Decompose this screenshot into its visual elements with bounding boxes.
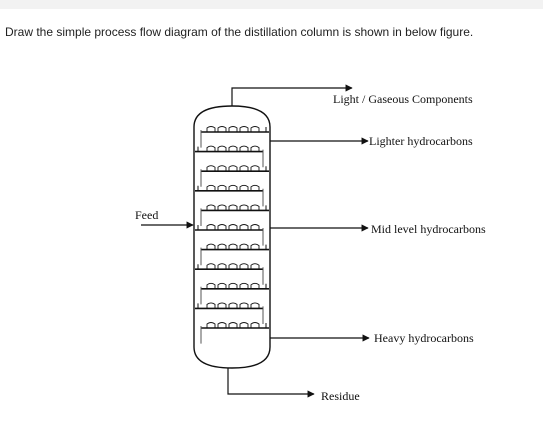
bubble-cap bbox=[217, 145, 227, 152]
bubble-cap bbox=[250, 126, 260, 132]
bubble-cap bbox=[228, 224, 238, 230]
bubble-cap bbox=[239, 204, 249, 211]
heavy-hydrocarbons-label: Heavy hydrocarbons bbox=[374, 331, 474, 345]
bubble-cap bbox=[239, 224, 249, 230]
column-tray bbox=[195, 145, 264, 168]
bubble-cap bbox=[228, 145, 238, 152]
bubble-cap bbox=[250, 243, 260, 250]
top-vapor-line bbox=[231, 84, 353, 106]
bubble-cap bbox=[206, 224, 216, 230]
bubble-cap bbox=[239, 263, 249, 270]
bubble-cap bbox=[217, 243, 227, 250]
bubble-cap bbox=[217, 302, 227, 309]
column-tray bbox=[200, 322, 269, 344]
bubble-cap bbox=[228, 263, 238, 270]
bubble-cap bbox=[228, 282, 238, 289]
bubble-cap bbox=[206, 302, 216, 309]
bubble-cap bbox=[206, 165, 216, 172]
residue-line bbox=[227, 368, 315, 398]
bubble-cap bbox=[239, 282, 249, 289]
bubble-cap bbox=[217, 224, 227, 230]
bubble-cap bbox=[228, 302, 238, 309]
bubble-cap bbox=[239, 302, 249, 309]
column-trays bbox=[195, 126, 269, 344]
bubble-cap bbox=[206, 322, 216, 328]
bubble-cap bbox=[206, 184, 216, 191]
column-tray bbox=[195, 263, 264, 285]
bubble-cap bbox=[250, 302, 260, 309]
bubble-cap bbox=[217, 322, 227, 328]
bubble-cap bbox=[206, 204, 216, 211]
bubble-cap bbox=[228, 126, 238, 132]
column-tray bbox=[200, 204, 269, 226]
bubble-cap bbox=[250, 282, 260, 289]
bubble-cap bbox=[250, 224, 260, 230]
bubble-cap bbox=[217, 204, 227, 211]
bubble-cap bbox=[228, 165, 238, 172]
bubble-cap bbox=[217, 282, 227, 289]
bubble-cap bbox=[217, 263, 227, 270]
bubble-cap bbox=[217, 184, 227, 191]
bubble-cap bbox=[239, 145, 249, 152]
bubble-cap bbox=[206, 126, 216, 132]
bubble-cap bbox=[239, 184, 249, 191]
bubble-cap bbox=[206, 282, 216, 289]
bubble-cap bbox=[239, 126, 249, 132]
bubble-cap bbox=[217, 165, 227, 172]
lighter-hydrocarbons-label: Lighter hydrocarbons bbox=[369, 134, 473, 148]
top-bar bbox=[0, 0, 543, 9]
residue-label: Residue bbox=[321, 389, 360, 403]
bubble-cap bbox=[228, 243, 238, 250]
bubble-cap bbox=[206, 145, 216, 152]
column-tray bbox=[200, 282, 269, 305]
bubble-cap bbox=[250, 263, 260, 270]
column-tray bbox=[195, 184, 264, 207]
bubble-cap bbox=[217, 126, 227, 132]
bubble-cap bbox=[228, 204, 238, 211]
mid-level-hydrocarbons-label: Mid level hydrocarbons bbox=[371, 222, 486, 236]
bubble-cap bbox=[228, 322, 238, 328]
bubble-cap bbox=[239, 243, 249, 250]
bubble-cap bbox=[239, 322, 249, 328]
column-tray bbox=[200, 126, 269, 148]
bubble-cap bbox=[250, 165, 260, 172]
question-text: Draw the simple process flow diagram of … bbox=[5, 25, 474, 39]
bubble-cap bbox=[250, 322, 260, 328]
light-gaseous-label: Light / Gaseous Components bbox=[333, 92, 473, 106]
column-tray bbox=[195, 302, 264, 324]
bubble-cap bbox=[239, 165, 249, 172]
bubble-cap bbox=[206, 263, 216, 270]
bubble-cap bbox=[250, 184, 260, 191]
feed-label: Feed bbox=[135, 208, 158, 222]
column-tray bbox=[200, 243, 269, 266]
bubble-cap bbox=[250, 204, 260, 211]
bubble-cap bbox=[228, 184, 238, 191]
bubble-cap bbox=[250, 145, 260, 152]
column-tray bbox=[200, 165, 269, 187]
column-tray bbox=[195, 224, 264, 246]
bubble-cap bbox=[206, 243, 216, 250]
